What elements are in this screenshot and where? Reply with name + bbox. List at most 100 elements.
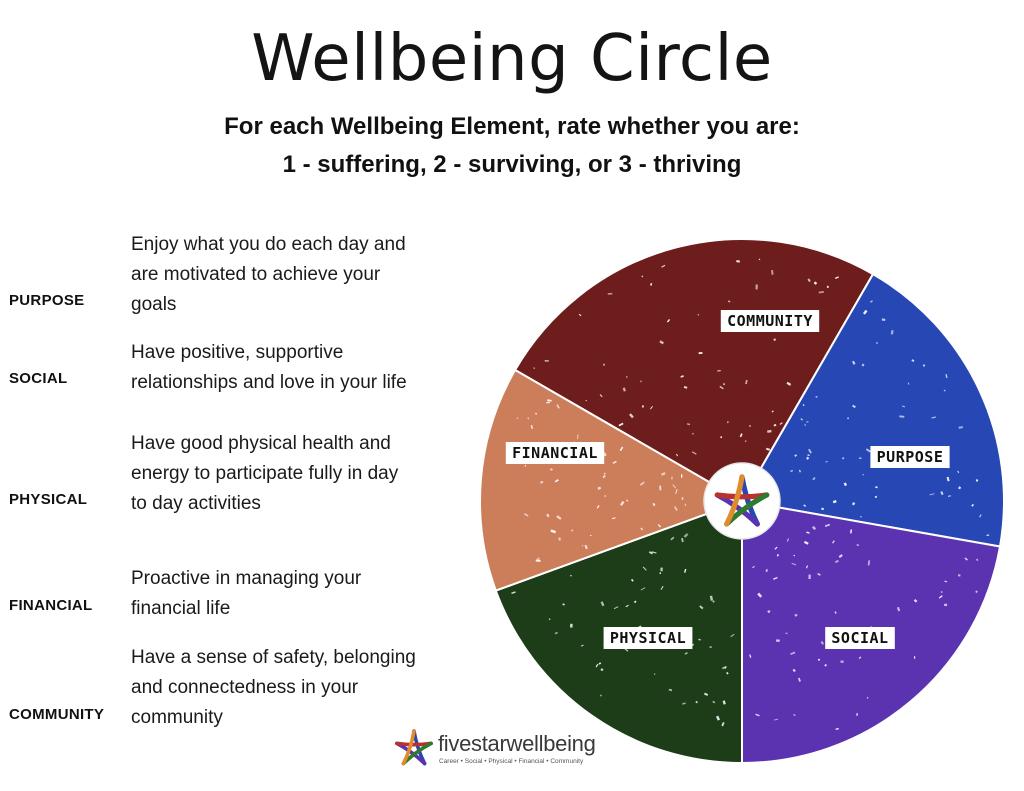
speckle <box>834 559 839 564</box>
speckle <box>660 567 663 572</box>
instructions-line-1: For each Wellbeing Element, rate whether… <box>224 113 800 140</box>
speckle <box>958 426 963 429</box>
speckle <box>624 648 629 652</box>
speckle <box>824 664 827 667</box>
description-line: relationships and love in your life <box>131 372 407 393</box>
speckle <box>653 673 656 676</box>
speckle <box>975 590 978 594</box>
speckle <box>964 557 968 561</box>
speckle <box>709 646 712 649</box>
speckle <box>913 656 916 659</box>
speckle <box>599 694 602 697</box>
speckle <box>533 367 535 370</box>
speckle <box>652 502 656 507</box>
wheel-segment-purpose <box>740 272 1005 548</box>
speckle <box>825 460 829 463</box>
speckle <box>786 538 789 542</box>
speckle <box>815 395 818 398</box>
speckle <box>570 623 573 628</box>
center-logo <box>703 462 781 540</box>
speckle <box>618 422 624 427</box>
speckle <box>686 423 691 426</box>
wheel-segment-financial <box>479 368 745 592</box>
speckle <box>556 515 562 520</box>
speckle <box>547 399 552 402</box>
segment-label-purpose: PURPOSE <box>870 446 950 468</box>
speckle <box>537 557 540 561</box>
speckle <box>699 605 704 610</box>
speckle <box>716 715 720 721</box>
speckle <box>945 374 948 379</box>
speckle <box>585 399 587 402</box>
segment-label-text: COMMUNITY <box>727 312 813 330</box>
element-name-physical: PHYSICAL <box>9 491 88 508</box>
speckle <box>858 457 862 460</box>
speckle <box>554 478 559 483</box>
speckle <box>803 540 809 545</box>
speckle <box>640 587 646 591</box>
speckle <box>896 606 901 612</box>
speckle <box>659 485 662 491</box>
segment-label-community: COMMUNITY <box>720 310 820 332</box>
speckle <box>736 260 740 263</box>
speckle <box>806 420 809 423</box>
speckle <box>613 606 619 610</box>
speckle <box>946 476 950 482</box>
speckle <box>832 500 837 504</box>
speckle <box>598 662 602 665</box>
speckle <box>625 604 629 608</box>
speckle <box>817 658 821 661</box>
speckle <box>911 359 915 362</box>
segment-label-text: SOCIAL <box>831 629 888 647</box>
speckle <box>691 451 697 455</box>
speckle <box>749 654 752 658</box>
description-line: Have positive, supportive <box>131 342 344 363</box>
speckle <box>808 574 811 580</box>
speckle <box>776 639 780 642</box>
speckle <box>717 370 721 372</box>
description-line: goals <box>131 294 177 315</box>
speckle <box>767 429 772 433</box>
segment-label-text: PHYSICAL <box>610 629 686 647</box>
speckle <box>639 481 645 486</box>
speckle <box>684 503 687 507</box>
element-name-financial: FINANCIAL <box>9 597 93 614</box>
speckle <box>724 666 727 670</box>
speckle <box>611 517 616 520</box>
speckle <box>709 595 714 601</box>
speckle <box>929 493 935 496</box>
speckle <box>548 618 551 621</box>
speckle <box>625 499 629 502</box>
speckle <box>940 590 943 594</box>
speckle <box>851 501 856 506</box>
speckle <box>804 424 806 426</box>
speckle <box>843 482 848 487</box>
speckle <box>619 446 624 452</box>
speckle <box>675 453 678 457</box>
element-name-social: SOCIAL <box>9 370 68 387</box>
speckle <box>834 611 837 614</box>
speckle <box>530 425 534 430</box>
speckle <box>849 529 853 534</box>
speckle <box>811 525 817 531</box>
speckle <box>649 405 653 410</box>
speckle <box>785 632 788 634</box>
element-description-community: Have a sense of safety, belonging and co… <box>131 643 461 733</box>
speckle <box>824 523 831 527</box>
speckle <box>726 421 729 424</box>
speckle <box>902 405 906 408</box>
star-ribbon <box>724 474 745 527</box>
speckle <box>797 677 801 682</box>
speckle <box>682 702 686 705</box>
speckle <box>612 460 617 464</box>
speckle <box>683 568 687 573</box>
speckle <box>556 404 560 409</box>
speckle <box>986 534 990 537</box>
speckle <box>524 464 527 467</box>
speckle <box>852 404 856 409</box>
speckle <box>720 436 723 439</box>
brand-name: fivestarwellbeing <box>438 731 596 756</box>
speckle <box>856 712 858 716</box>
speckle <box>712 600 715 603</box>
